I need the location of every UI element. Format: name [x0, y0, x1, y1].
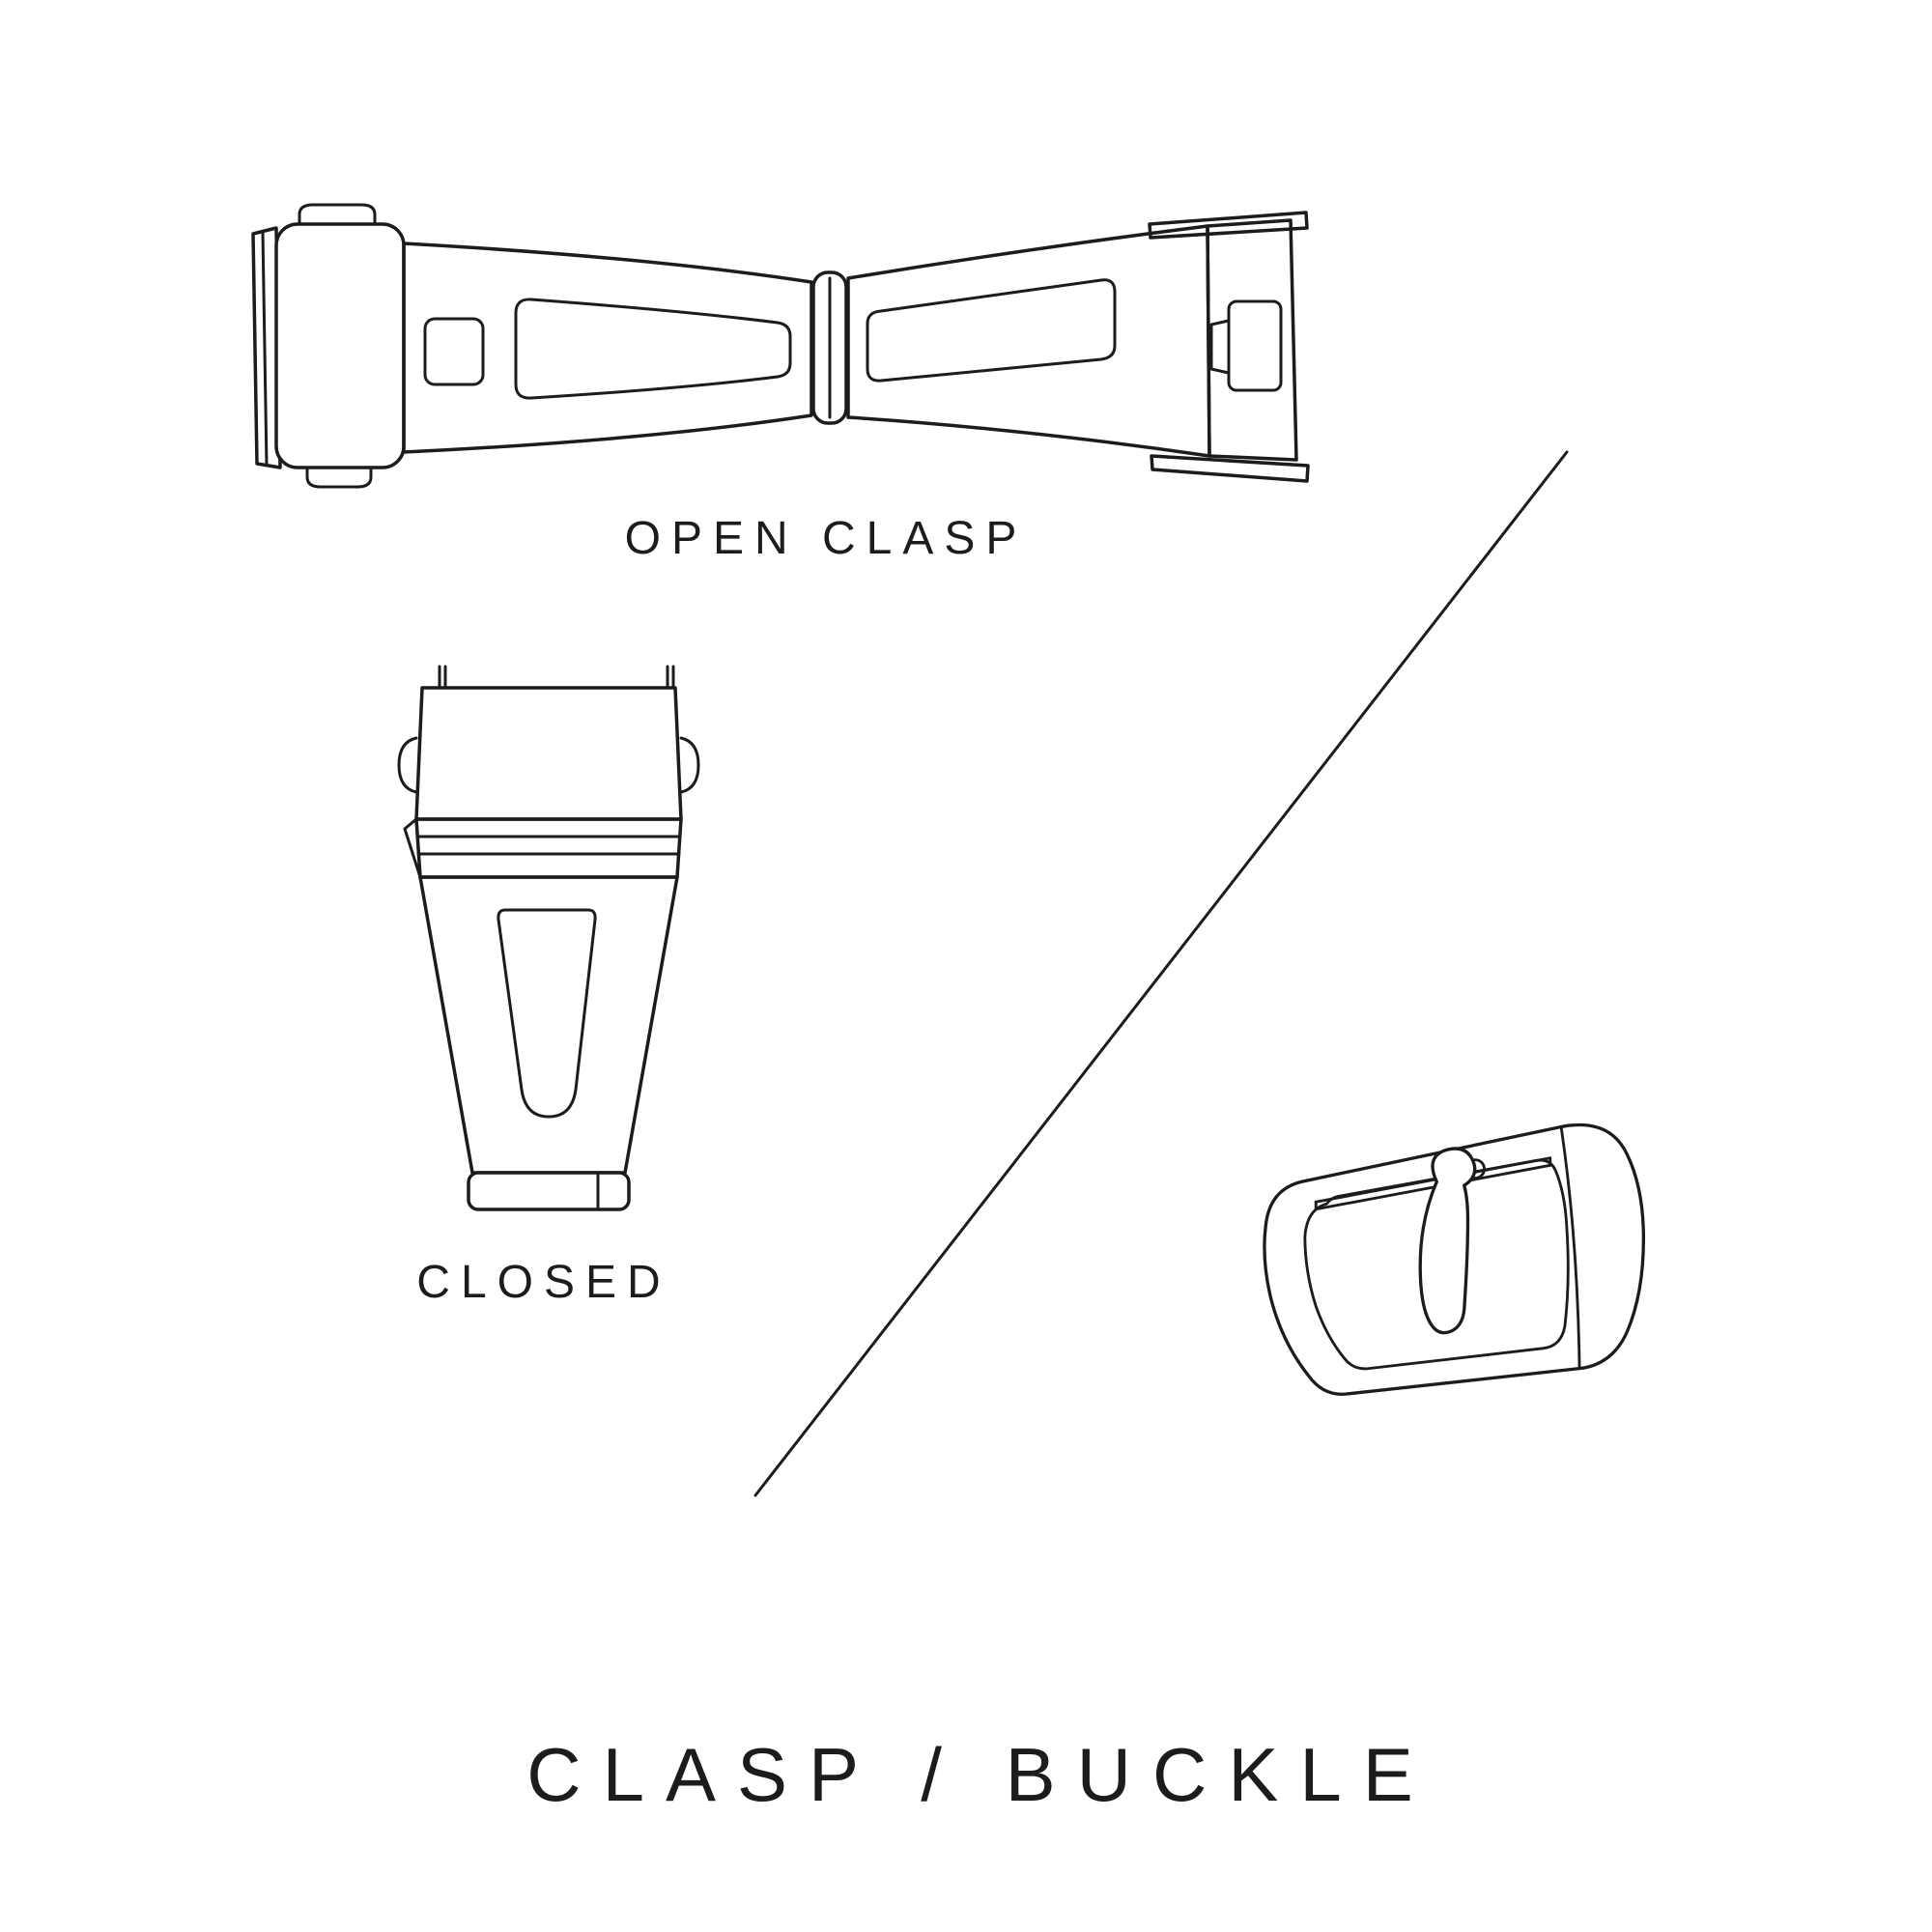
page-title: CLASP / BUCKLE: [526, 1732, 1435, 1817]
clasp-left-arm: [402, 242, 813, 454]
open-clasp-label: OPEN CLASP: [624, 513, 1028, 564]
divider-line: [753, 450, 1569, 1497]
buckle-illustration: [1263, 1122, 1646, 1396]
closed-clasp-label: CLOSED: [416, 1257, 671, 1308]
closed-clasp-top-block: [414, 686, 683, 821]
closed-clasp-illustration: [397, 665, 700, 1211]
closed-clasp-band: [403, 817, 683, 879]
clasp-left-endlink: [251, 226, 282, 469]
clasp-right-endlink: [1148, 211, 1310, 483]
open-clasp-illustration: [251, 203, 1310, 489]
closed-clasp-ears: [397, 736, 700, 794]
clasp-right-arm: [846, 224, 1211, 458]
clasp-center-hinge: [811, 270, 848, 425]
buckle-tongue: [1418, 1147, 1486, 1335]
clasp-left-block: [274, 203, 406, 489]
closed-clasp-bottom-bar: [467, 1171, 631, 1211]
buckle-frame: [1263, 1122, 1646, 1396]
closed-clasp-body: [418, 875, 679, 1175]
closed-clasp-prongs: [438, 665, 675, 690]
